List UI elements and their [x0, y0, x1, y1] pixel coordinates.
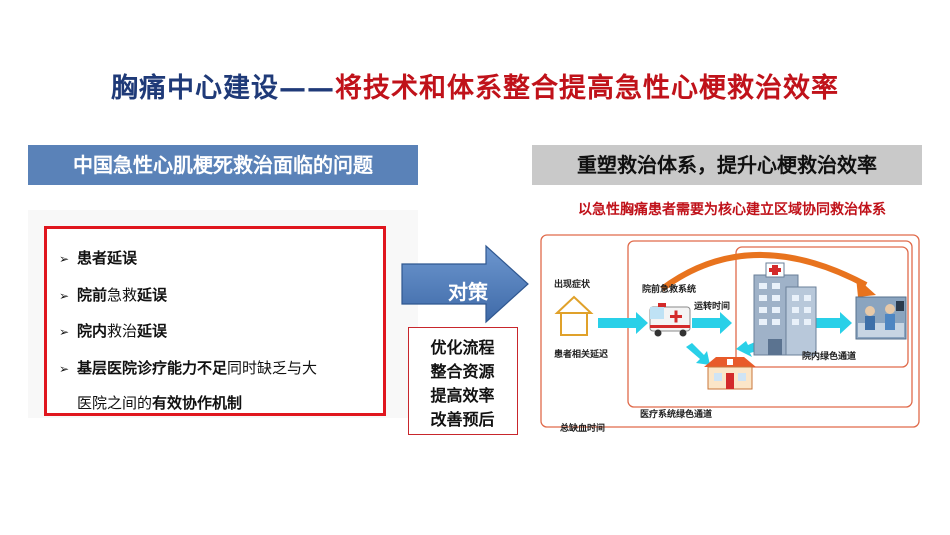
- problem-list-box: ➢患者延误 ➢院前急救延误 ➢院内救治延误 ➢基层医院诊疗能力不足同时缺乏与大 …: [44, 226, 386, 416]
- list-item: ➢基层医院诊疗能力不足同时缺乏与大: [59, 359, 318, 377]
- diagram-graphics: [540, 234, 920, 428]
- inhospital-green-label: 院内绿色通道: [802, 352, 857, 362]
- patient-delay-label: 患者相关延迟: [554, 350, 609, 360]
- arrow-label: 对策: [448, 280, 488, 304]
- arrow-bullet-icon: ➢: [59, 325, 70, 339]
- arrow-bullet-icon: ➢: [59, 252, 70, 266]
- title-part1: 胸痛中心建设: [111, 73, 279, 104]
- right-header: 重塑救治体系，提升心梗救治效率: [532, 145, 922, 185]
- curve-arrow-head: [856, 277, 876, 297]
- strategy-item: 整合资源: [430, 362, 495, 381]
- list-item: ➢院前急救延误: [59, 286, 168, 304]
- title-part2: 将技术和体系整合提高急性心梗救治效率: [335, 73, 839, 104]
- total-ischemia-label: 总缺血时间: [560, 424, 606, 434]
- arrow-bullet-icon: ➢: [59, 289, 70, 303]
- strategy-item: 改善预后: [430, 410, 495, 429]
- ambulance-icon: [649, 303, 691, 337]
- hospital-building-icon: [753, 262, 817, 356]
- page-title: 胸痛中心建设——将技术和体系整合提高急性心梗救治效率: [0, 66, 950, 105]
- strategy-arrow-icon: [401, 244, 529, 324]
- list-item-continuation: 医院之间的有效协作机制: [77, 394, 243, 412]
- clinic-icon: [704, 357, 756, 390]
- flow-arrows: [598, 312, 852, 365]
- total-ischemia-outline: [540, 234, 920, 428]
- inhospital-green-outline: [735, 246, 909, 368]
- left-header: 中国急性心肌梗死救治面临的问题: [28, 145, 418, 185]
- house-icon: [554, 295, 594, 336]
- strategy-item: 优化流程: [430, 338, 495, 357]
- right-subtitle: 以急性胸痛患者需要为核心建立区域协同救治体系: [578, 202, 886, 218]
- transfer-time-label: 运转时间: [694, 302, 731, 312]
- strategy-box: 优化流程 整合资源 提高效率 改善预后: [408, 327, 518, 435]
- strategy-item: 提高效率: [430, 386, 495, 405]
- arrow-bullet-icon: ➢: [59, 362, 70, 376]
- medical-green-label: 医疗系统绿色通道: [640, 410, 713, 420]
- symptom-label: 出现症状: [554, 280, 591, 290]
- curve-arrow: [660, 252, 868, 292]
- rescue-system-diagram: 出现症状 患者相关延迟 院前急救系统 运转时间 院内绿色通道 医疗系统绿色通道 …: [540, 227, 922, 435]
- treatment-room-image: [855, 296, 907, 340]
- list-item: ➢患者延误: [59, 249, 138, 267]
- title-dash: ——: [279, 73, 335, 104]
- prehospital-label: 院前急救系统: [642, 285, 697, 295]
- list-item: ➢院内救治延误: [59, 322, 168, 340]
